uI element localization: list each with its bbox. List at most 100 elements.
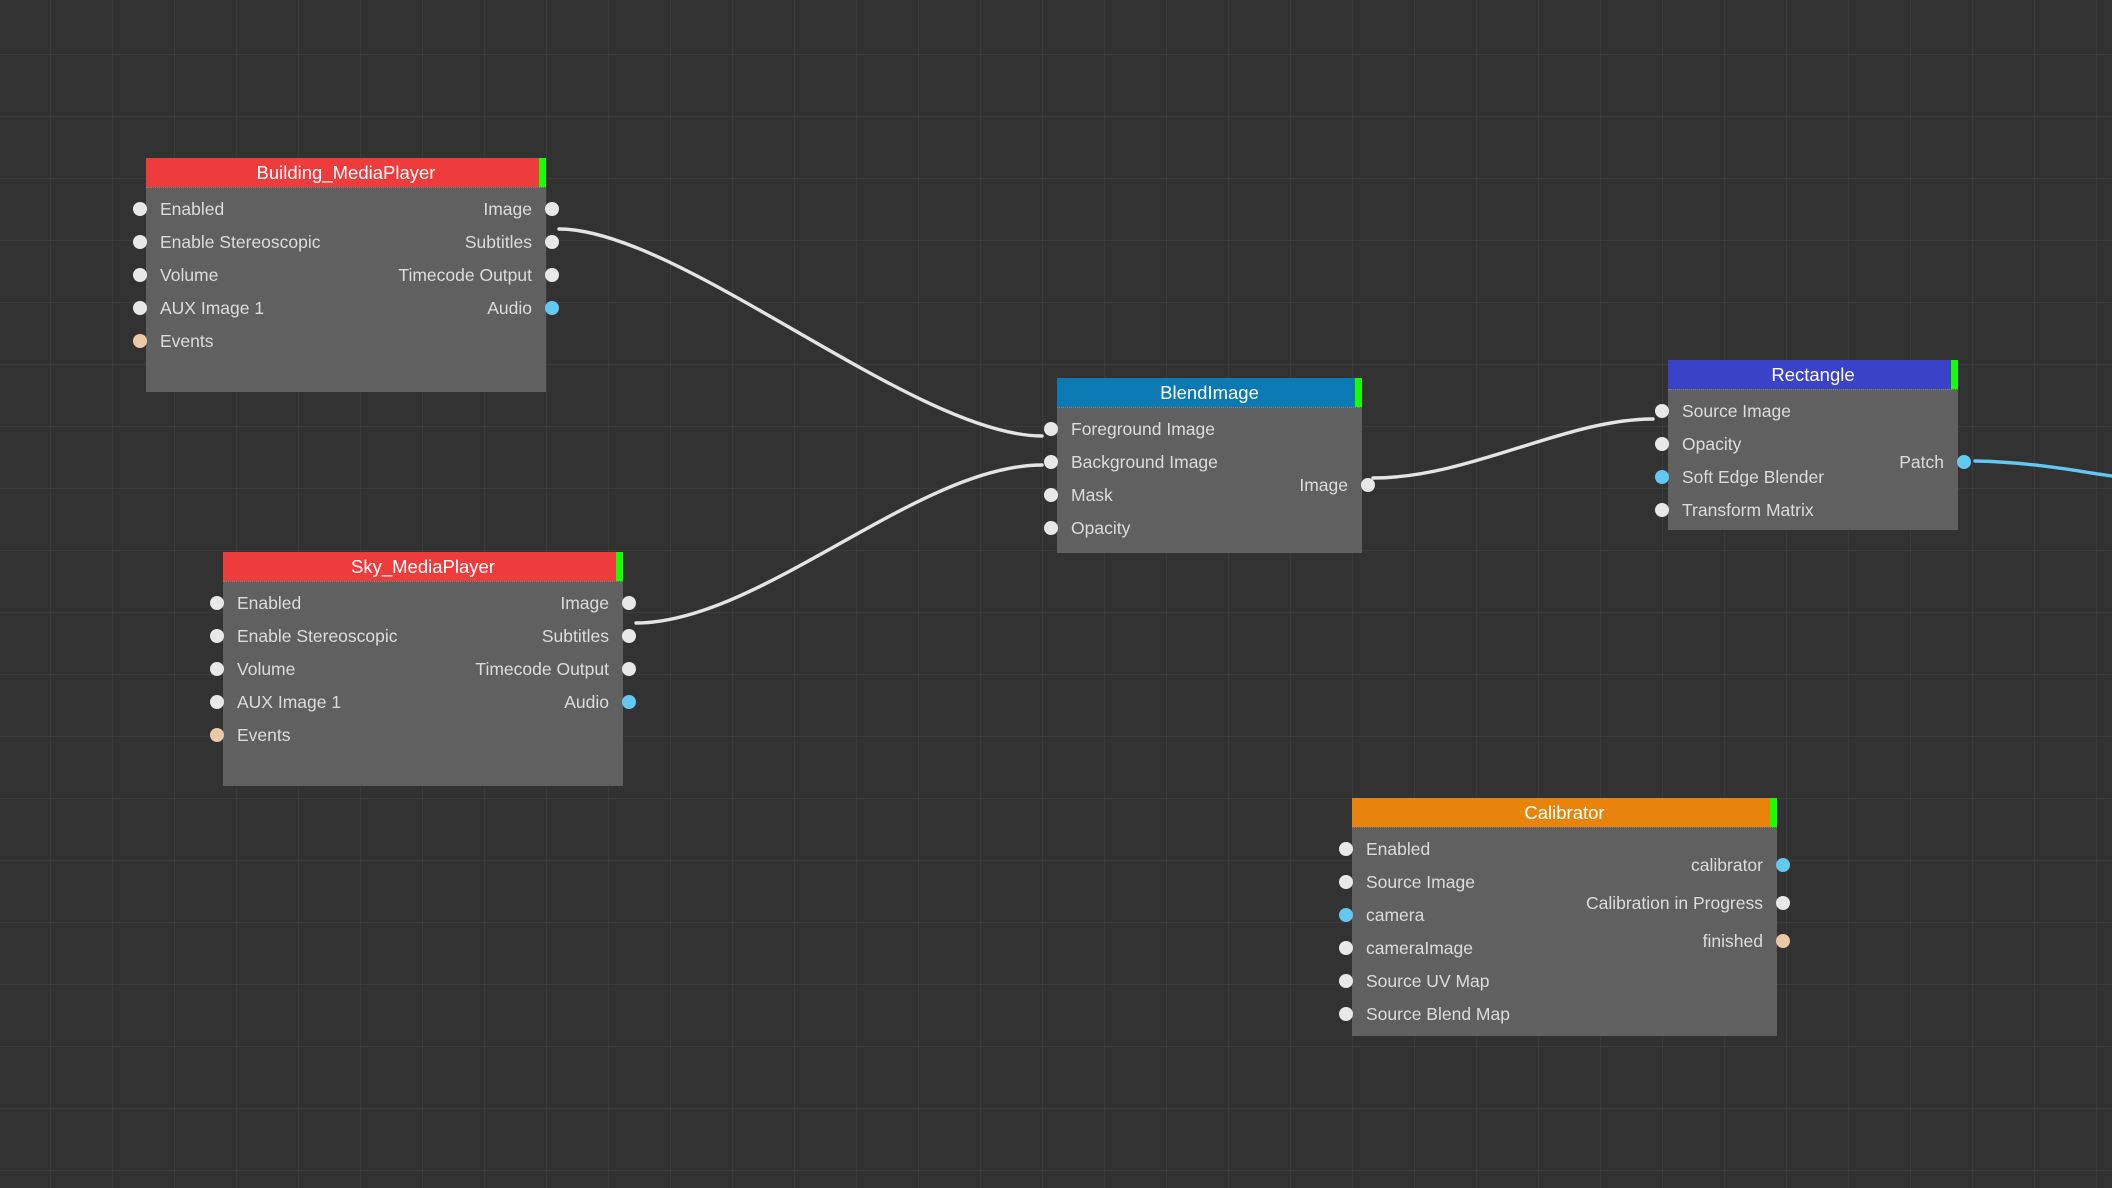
- input-slot-label: Transform Matrix: [1682, 500, 1814, 520]
- input-slot-label: Events: [237, 725, 291, 745]
- node-title-bar[interactable]: BlendImage: [1057, 378, 1362, 407]
- input-slot-label: Volume: [160, 265, 219, 285]
- output-slot-label: Image: [1299, 475, 1348, 495]
- node-title-label: Rectangle: [1771, 364, 1855, 385]
- output-slot-label: Image: [483, 199, 532, 219]
- input-slot-label: Mask: [1071, 485, 1113, 505]
- input-port[interactable]: [1655, 404, 1669, 418]
- input-slot-label: Enable Stereoscopic: [160, 232, 321, 252]
- input-slot-label: Enabled: [160, 199, 225, 219]
- input-port[interactable]: [1655, 470, 1669, 484]
- output-slot-label: Calibration in Progress: [1585, 893, 1763, 913]
- output-slot-label: Subtitles: [541, 626, 609, 646]
- input-port[interactable]: [133, 235, 147, 249]
- input-port[interactable]: [210, 728, 224, 742]
- input-port[interactable]: [210, 695, 224, 709]
- input-port[interactable]: [210, 596, 224, 610]
- output-port[interactable]: [622, 629, 636, 643]
- connection-link[interactable]: [634, 463, 1044, 625]
- connection-link[interactable]: [1973, 459, 2112, 478]
- input-port[interactable]: [133, 301, 147, 315]
- output-slot-label: Image: [560, 593, 609, 613]
- input-port[interactable]: [133, 202, 147, 216]
- node-title-bar[interactable]: Calibrator: [1352, 798, 1777, 827]
- output-slot-label: Timecode Output: [398, 265, 532, 285]
- input-slot-label: Volume: [237, 659, 296, 679]
- output-port[interactable]: [1957, 455, 1971, 469]
- input-port[interactable]: [1339, 1007, 1353, 1021]
- node-title-bar[interactable]: Sky_MediaPlayer: [223, 552, 623, 581]
- node-title-label: Calibrator: [1524, 802, 1605, 823]
- input-port[interactable]: [1339, 941, 1353, 955]
- output-slot-label: calibrator: [1691, 855, 1763, 875]
- output-slot-label: Audio: [564, 692, 609, 712]
- output-port[interactable]: [1776, 858, 1790, 872]
- output-port[interactable]: [622, 695, 636, 709]
- node-status-accent-icon: [1770, 798, 1777, 827]
- input-slot-label: Source Image: [1682, 401, 1791, 421]
- input-port[interactable]: [133, 334, 147, 348]
- input-port[interactable]: [1655, 437, 1669, 451]
- output-slot-label: Subtitles: [464, 232, 532, 252]
- input-port[interactable]: [1339, 974, 1353, 988]
- input-slot-label: Background Image: [1071, 452, 1218, 472]
- input-port[interactable]: [1044, 521, 1058, 535]
- input-slot-label: Enabled: [237, 593, 302, 613]
- connection-link[interactable]: [1371, 417, 1655, 480]
- output-slot-label: Patch: [1899, 452, 1944, 472]
- output-port[interactable]: [1776, 896, 1790, 910]
- input-slot-label: AUX Image 1: [237, 692, 342, 712]
- input-slot-label: Enable Stereoscopic: [237, 626, 398, 646]
- node-title-bar[interactable]: Rectangle: [1668, 360, 1958, 389]
- input-slot-label: Events: [160, 331, 214, 351]
- output-port[interactable]: [622, 662, 636, 676]
- output-slot-label: finished: [1702, 931, 1763, 951]
- input-slot-label: Soft Edge Blender: [1682, 467, 1825, 487]
- input-port[interactable]: [133, 268, 147, 282]
- node-title-label: Building_MediaPlayer: [256, 162, 436, 183]
- output-port[interactable]: [1361, 478, 1375, 492]
- input-port[interactable]: [1044, 422, 1058, 436]
- connection-link[interactable]: [557, 227, 1044, 438]
- node-status-accent-icon: [1951, 360, 1958, 389]
- output-slot-label: Timecode Output: [475, 659, 609, 679]
- input-port[interactable]: [210, 629, 224, 643]
- output-slot-label: Audio: [487, 298, 532, 318]
- input-port[interactable]: [1339, 875, 1353, 889]
- node-title-label: BlendImage: [1160, 382, 1259, 403]
- input-slot-label: Enabled: [1366, 839, 1431, 859]
- output-port[interactable]: [622, 596, 636, 610]
- output-port[interactable]: [545, 202, 559, 216]
- input-slot-label: Source Blend Map: [1366, 1004, 1510, 1024]
- input-slot-label: AUX Image 1: [160, 298, 265, 318]
- input-slot-label: Foreground Image: [1071, 419, 1215, 439]
- input-slot-label: Source Image: [1366, 872, 1475, 892]
- output-port[interactable]: [1776, 934, 1790, 948]
- input-port[interactable]: [210, 662, 224, 676]
- node-status-accent-icon: [539, 158, 546, 187]
- output-port[interactable]: [545, 268, 559, 282]
- input-slot-label: Source UV Map: [1366, 971, 1490, 991]
- node-title-bar[interactable]: Building_MediaPlayer: [146, 158, 546, 187]
- input-port[interactable]: [1339, 908, 1353, 922]
- node-status-accent-icon: [1355, 378, 1362, 407]
- input-port[interactable]: [1655, 503, 1669, 517]
- input-slot-label: camera: [1366, 905, 1425, 925]
- input-port[interactable]: [1339, 842, 1353, 856]
- input-port[interactable]: [1044, 455, 1058, 469]
- input-port[interactable]: [1044, 488, 1058, 502]
- input-slot-label: Opacity: [1682, 434, 1742, 454]
- node-status-accent-icon: [616, 552, 623, 581]
- output-port[interactable]: [545, 235, 559, 249]
- output-port[interactable]: [545, 301, 559, 315]
